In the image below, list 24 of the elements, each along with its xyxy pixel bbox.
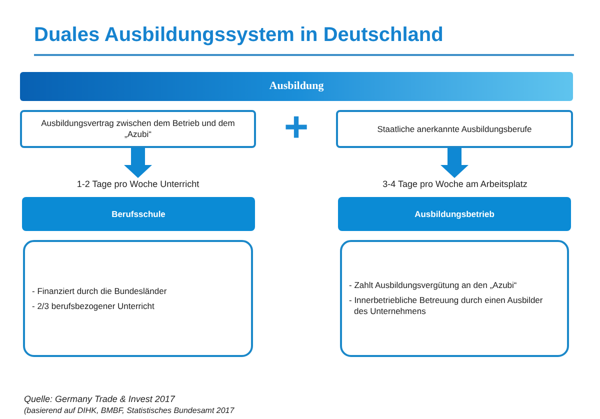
box-text: Staatliche anerkannte Ausbildungsberufe	[377, 124, 532, 134]
header-text: Berufsschule	[112, 208, 166, 220]
bullet-item: - Innerbetriebliche Betreuung durch einen Ausbilder des Unternehmens	[349, 295, 544, 317]
block-arrow	[440, 148, 468, 178]
banner-bar	[20, 72, 573, 101]
duration-label: 1-2 Tage pro Woche Unterricht	[76, 178, 200, 190]
header-text: Ausbildungsbetrieb	[414, 208, 494, 220]
header-bar	[338, 197, 571, 231]
bullet-item: - 2/3 berufsbezogener Unterricht	[32, 300, 156, 312]
plus-sign: +	[284, 111, 309, 143]
info-card	[340, 240, 569, 357]
bullet-item: - Zahlt Ausbildungsvergütung an den „Azubi“	[349, 280, 518, 291]
banner-title: Ausbildung	[269, 79, 324, 94]
bullet-item: - Finanziert durch die Bundesländer	[32, 286, 168, 296]
title: Duales Ausbildungssystem in Deutschland	[34, 23, 444, 48]
info-box	[20, 110, 256, 148]
info-card	[23, 240, 253, 357]
duration-label: 3-4 Tage pro Woche am Arbeitsplatz	[382, 178, 528, 190]
info-box	[336, 110, 573, 148]
block-arrow	[124, 148, 152, 178]
header-bar	[22, 197, 255, 231]
source-note: Quelle: Germany Trade & Invest 2017	[24, 393, 175, 406]
box-text: Ausbildungsvertrag zwischen dem Betrieb und dem „Azubi“	[40, 118, 236, 140]
source-note: (basierend auf DIHK, BMBF, Statistisches Bundesamt 2017	[24, 405, 234, 417]
